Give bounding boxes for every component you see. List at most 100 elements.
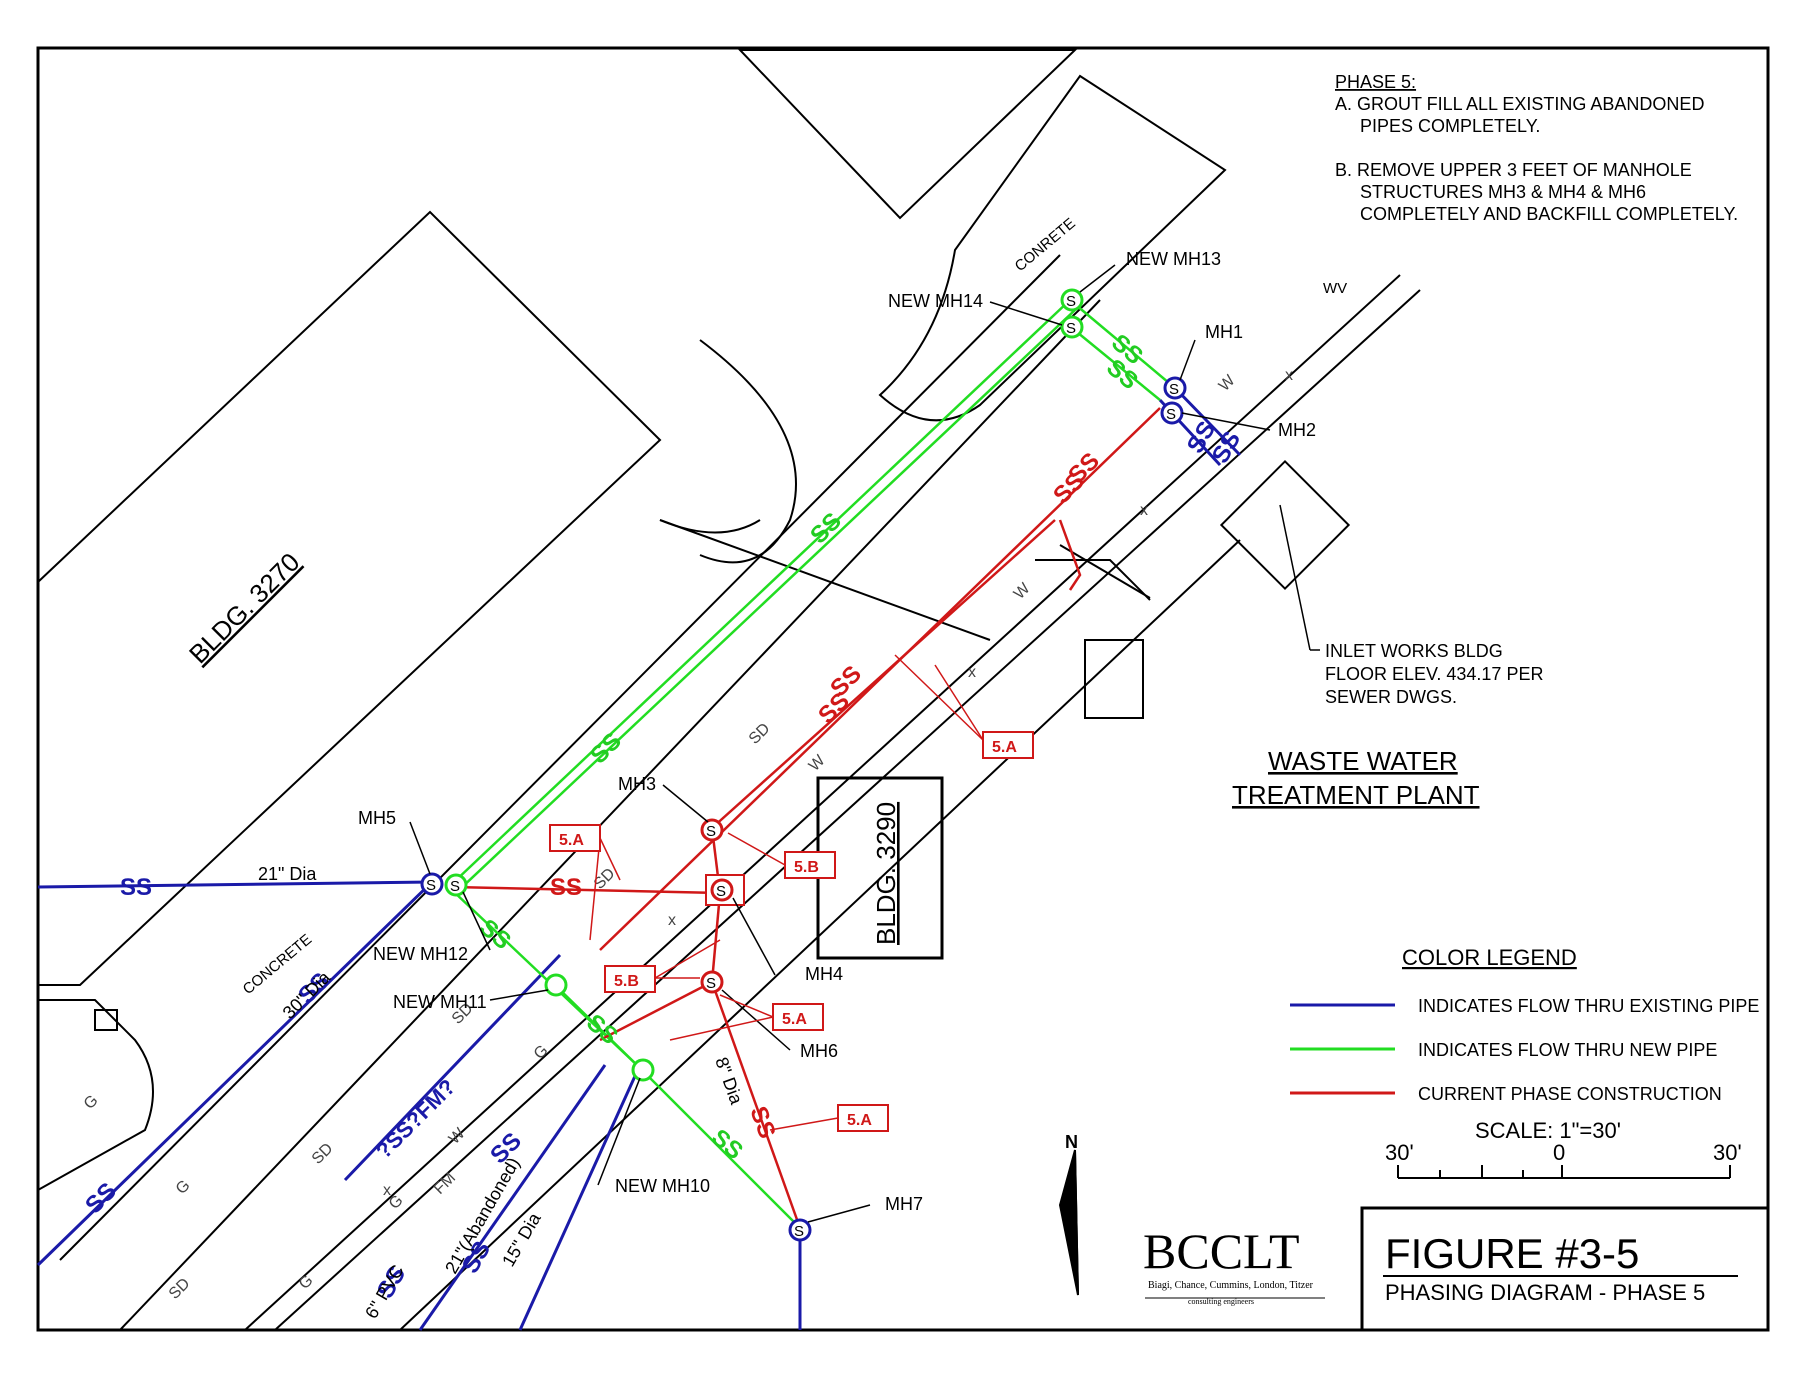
mh4-label: MH4 — [805, 964, 843, 984]
ss-label: SS — [550, 874, 582, 901]
north-label: N — [1065, 1132, 1078, 1152]
ss-labels: SS SS SS SS SS SS SS SS SS SS SS SS SS S… — [80, 329, 1246, 1303]
legend-item-existing: INDICATES FLOW THRU EXISTING PIPE — [1418, 996, 1759, 1016]
figure-number: FIGURE #3-5 — [1385, 1230, 1639, 1277]
existing-pipes — [36, 386, 1242, 1331]
inlet-line2: FLOOR ELEV. 434.17 PER — [1325, 664, 1543, 684]
tag-5a: 5.A — [992, 739, 1017, 756]
svg-text:S: S — [1066, 293, 1076, 310]
ss-label: SS — [744, 1103, 780, 1142]
mh10-symbol — [631, 1058, 655, 1082]
sd-label: SD — [309, 1140, 337, 1168]
dia15-label: 15" Dia — [498, 1209, 545, 1270]
phase-notes: PHASE 5: A. GROUT FILL ALL EXISTING ABAN… — [1335, 72, 1738, 224]
plant-title: WASTE WATER TREATMENT PLANT — [1232, 746, 1480, 810]
mh6-label: MH6 — [800, 1041, 838, 1061]
w-label: W — [1216, 371, 1239, 394]
w-label: W — [1011, 579, 1034, 602]
x-label: x — [383, 1182, 391, 1199]
scale-bar: SCALE: 1"=30' 30' 0 30' — [1385, 1118, 1742, 1179]
mh12-label: NEW MH12 — [373, 944, 468, 964]
scale-mid: 0 — [1553, 1140, 1565, 1165]
g-label: G — [81, 1092, 102, 1113]
legend-item-new: INDICATES FLOW THRU NEW PIPE — [1418, 1040, 1717, 1060]
current-phase-pipes — [452, 407, 1161, 1229]
tag-5a: 5.A — [847, 1112, 872, 1129]
ss-label: SS — [80, 1178, 122, 1220]
mh10-label: NEW MH10 — [615, 1176, 710, 1196]
svg-text:S: S — [794, 1223, 804, 1240]
bldg-3290-label: BLDG. 3290 — [871, 802, 901, 945]
svg-text:S: S — [1066, 320, 1076, 337]
svg-text:S: S — [426, 877, 436, 894]
g-label: G — [296, 1272, 317, 1293]
svg-text:S: S — [706, 823, 716, 840]
ss-label: SS — [120, 874, 152, 901]
title-block: FIGURE #3-5 PHASING DIAGRAM - PHASE 5 — [1360, 1206, 1770, 1332]
note-b3: COMPLETELY AND BACKFILL COMPLETELY. — [1360, 204, 1738, 224]
inlet-line1: INLET WORKS BLDG — [1325, 641, 1503, 661]
mh14-label: NEW MH14 — [888, 291, 983, 311]
mh5-symbol: S — [420, 872, 444, 896]
logo-name: BCCLT — [1143, 1223, 1300, 1279]
mh7-label: MH7 — [885, 1194, 923, 1214]
tag-5b: 5.B — [614, 973, 639, 990]
phase-tags: 5.A 5.A 5.B 5.B 5.A 5.A — [549, 654, 1034, 1132]
sd-label: SD — [166, 1275, 194, 1303]
x-label: x — [968, 664, 976, 681]
mh14-symbol: S — [1060, 315, 1084, 339]
svg-text:S: S — [706, 975, 716, 992]
svg-text:S: S — [1166, 406, 1176, 423]
mh5-label: MH5 — [358, 808, 396, 828]
manhole-symbols: S S S S S S S S S S — [420, 288, 1187, 1242]
ss-label: SS — [706, 1124, 748, 1165]
x-label: x — [668, 912, 676, 929]
mh12-symbol: S — [444, 873, 468, 897]
sd-label: SD — [746, 720, 774, 748]
dia21-label: 21" Dia — [258, 864, 317, 884]
scale-left: 30' — [1385, 1140, 1414, 1165]
tag-5a: 5.A — [559, 832, 584, 849]
mh3-label: MH3 — [618, 774, 656, 794]
ss-label: SS — [585, 728, 627, 770]
logo-tagline: consulting engineers — [1188, 1297, 1254, 1306]
pipe-size-labels: 21" Dia 30" Dia 8" Dia 15" Dia 21"(Aband… — [258, 280, 1347, 1322]
note-b1: B. REMOVE UPPER 3 FEET OF MANHOLE — [1335, 160, 1692, 180]
inlet-line3: SEWER DWGS. — [1325, 687, 1457, 707]
mh7-symbol: S — [788, 1218, 812, 1242]
mh1-label: MH1 — [1205, 322, 1243, 342]
notes-heading: PHASE 5: — [1335, 72, 1416, 92]
mh11-symbol — [544, 973, 568, 997]
g-label: G — [173, 1177, 194, 1198]
w-label: W — [806, 751, 829, 774]
ssfm-label: ?SS?FM? — [371, 1074, 460, 1163]
new-pipes — [452, 299, 1176, 1229]
plant-line1: WASTE WATER — [1268, 746, 1458, 776]
scale-label: SCALE: 1"=30' — [1475, 1118, 1621, 1143]
bldg-3270-label: BLDG. 3270 — [183, 547, 305, 669]
firm-logo: BCCLT Biagi, Chance, Cummins, London, Ti… — [1143, 1223, 1325, 1306]
x-label: x — [1285, 367, 1293, 384]
figure-subtitle: PHASING DIAGRAM - PHASE 5 — [1385, 1280, 1705, 1305]
note-b2: STRUCTURES MH3 & MH4 & MH6 — [1360, 182, 1646, 202]
scale-right: 30' — [1713, 1140, 1742, 1165]
mh6-symbol: S — [700, 970, 724, 994]
mh2-label: MH2 — [1278, 420, 1316, 440]
mh11-label: NEW MH11 — [393, 992, 487, 1012]
utility-labels: W W W W x x x x x SD SD SD SD SD G G G G… — [81, 367, 1293, 1303]
inlet-works-bldg — [1219, 459, 1351, 591]
legend-item-current: CURRENT PHASE CONSTRUCTION — [1418, 1084, 1722, 1104]
svg-text:S: S — [716, 883, 726, 900]
tag-5a: 5.A — [782, 1011, 807, 1028]
x-label: x — [1140, 502, 1148, 519]
svg-text:S: S — [1169, 381, 1179, 398]
svg-text:S: S — [450, 878, 460, 895]
manhole-labels: NEW MH13 NEW MH14 MH1 MH2 MH3 MH4 MH5 MH… — [358, 249, 1316, 1223]
mh3-symbol: S — [700, 818, 724, 842]
mh13-label: NEW MH13 — [1126, 249, 1221, 269]
note-a2: PIPES COMPLETELY. — [1360, 116, 1540, 136]
mh13-symbol: S — [1060, 288, 1084, 312]
color-legend: COLOR LEGEND INDICATES FLOW THRU EXISTIN… — [1290, 945, 1759, 1104]
legend-title: COLOR LEGEND — [1402, 945, 1577, 970]
